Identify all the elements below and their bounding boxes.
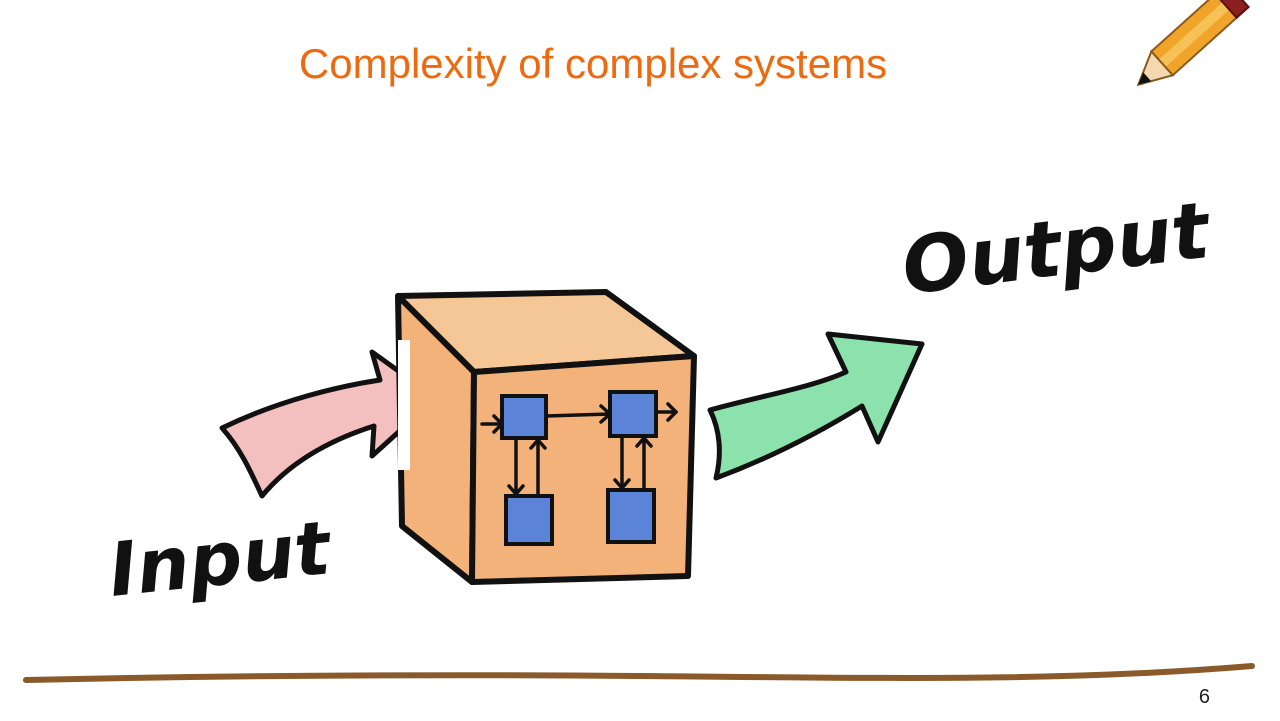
page-number: 6: [1198, 686, 1210, 708]
input-label: Input: [105, 505, 337, 614]
box-front-face: [469, 353, 697, 585]
ground-line: [23, 663, 1255, 683]
output-arrow: [707, 331, 925, 481]
slide-title: Complexity of complex systems: [298, 40, 888, 87]
inner-node-bottom-right: [606, 488, 656, 544]
inner-node-top-right: [608, 390, 658, 438]
inner-node-top-left: [500, 394, 548, 440]
inner-node-bottom-left: [504, 494, 554, 546]
output-label: Output: [897, 186, 1216, 313]
input-arrow: [219, 349, 439, 499]
inner-arrows: [480, 402, 678, 496]
